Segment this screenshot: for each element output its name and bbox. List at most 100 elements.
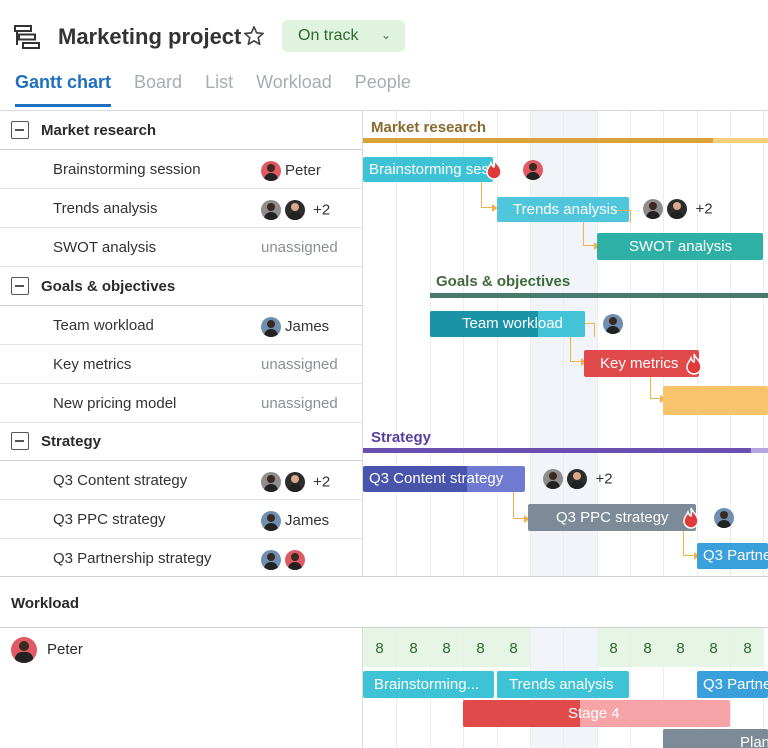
- hours-cell: 8: [430, 628, 463, 667]
- task-row[interactable]: SWOT analysis unassigned: [0, 228, 362, 267]
- tab-list[interactable]: List: [205, 72, 234, 92]
- workload-person-row[interactable]: Peter: [11, 637, 83, 663]
- day-column: [497, 111, 498, 576]
- task-assignee[interactable]: Peter: [261, 161, 321, 181]
- task-assignee[interactable]: James: [261, 317, 329, 337]
- task-row[interactable]: Q3 Partnership strategy: [0, 539, 362, 578]
- extra-assignees-count: +2: [313, 473, 331, 491]
- collapse-icon[interactable]: [11, 277, 29, 295]
- task-name: Team workload: [53, 317, 154, 334]
- avatar: [523, 160, 543, 180]
- avatar: [261, 511, 281, 531]
- task-assignee[interactable]: unassigned: [261, 395, 338, 412]
- hours-cell: 8: [731, 628, 764, 667]
- hours-cell: 8: [363, 628, 396, 667]
- collapse-icon[interactable]: [11, 432, 29, 450]
- task-assignee[interactable]: +2: [261, 472, 330, 492]
- day-column: [730, 111, 731, 576]
- task-row[interactable]: Key metrics unassigned: [0, 345, 362, 384]
- group-progress-bar[interactable]: [363, 138, 713, 143]
- task-name: Q3 Partnership strategy: [53, 550, 212, 567]
- task-bar-swot[interactable]: SWOT analysis: [597, 233, 763, 260]
- task-bar-key-metrics[interactable]: Key metrics: [584, 350, 699, 377]
- day-column: [463, 111, 464, 576]
- task-assignee[interactable]: unassigned: [261, 239, 338, 256]
- workload-people: Peter: [0, 628, 363, 748]
- workload-timeline[interactable]: 8 8 8 8 8 8 8 8 8 8 Brainstorming... Tre…: [363, 628, 768, 748]
- project-header: Marketing project On track ⌄ Gantt chart…: [0, 0, 768, 110]
- task-bar-q3-partnership[interactable]: Q3 Partne: [697, 543, 768, 569]
- group-progress-remaining: [713, 138, 768, 143]
- status-label: On track: [298, 27, 359, 44]
- tab-board[interactable]: Board: [134, 72, 183, 92]
- day-column: [563, 111, 564, 576]
- hours-cell: 8: [631, 628, 664, 667]
- tab-workload[interactable]: Workload: [256, 72, 332, 92]
- task-row[interactable]: Brainstorming session Peter: [0, 150, 362, 189]
- task-assignee[interactable]: James: [261, 511, 329, 531]
- extra-assignees-count: +2: [313, 201, 331, 219]
- task-bar-new-pricing-model[interactable]: [663, 386, 768, 415]
- collapse-icon[interactable]: [11, 121, 29, 139]
- workload-panel: Workload Peter 8 8 8 8 8 8 8 8 8 8 Brain…: [0, 576, 768, 748]
- assignee-name: Peter: [285, 161, 321, 179]
- workload-bar-q3-partnership[interactable]: Q3 Partne: [697, 671, 768, 698]
- timeline[interactable]: Market research Brainstorming ses Trends…: [363, 111, 768, 576]
- day-column: [663, 111, 664, 576]
- avatar: [11, 637, 37, 663]
- task-bar-brainstorming[interactable]: Brainstorming ses: [363, 157, 493, 182]
- task-row[interactable]: Q3 Content strategy +2: [0, 461, 362, 500]
- task-row[interactable]: Trends analysis +2: [0, 189, 362, 228]
- hours-cell: 8: [397, 628, 430, 667]
- fire-icon: [486, 158, 502, 180]
- day-column: [663, 628, 664, 748]
- tab-people[interactable]: People: [354, 72, 411, 92]
- day-column: [597, 111, 598, 576]
- group-bar-label: Strategy: [371, 429, 432, 446]
- extra-assignees-count: +2: [695, 200, 713, 218]
- group-name: Strategy: [41, 433, 102, 450]
- group-progress-bar[interactable]: [430, 293, 768, 298]
- bar-assignees: +2: [543, 469, 613, 489]
- workload-bar-plan[interactable]: Plan: [663, 729, 768, 748]
- task-assignee[interactable]: [261, 550, 309, 570]
- task-assignee[interactable]: unassigned: [261, 356, 338, 373]
- task-name: Brainstorming session: [53, 161, 201, 178]
- hours-cell: 8: [497, 628, 530, 667]
- group-row-goals-objectives[interactable]: Goals & objectives: [0, 267, 362, 306]
- task-row[interactable]: Team workload James: [0, 306, 362, 345]
- dependency-arrow: [524, 515, 530, 523]
- task-name: SWOT analysis: [53, 239, 157, 256]
- status-dropdown[interactable]: On track ⌄: [282, 20, 405, 52]
- group-row-strategy[interactable]: Strategy: [0, 422, 362, 461]
- workload-bar-stage-4[interactable]: Stage 4: [463, 700, 730, 727]
- task-bar-trends[interactable]: Trends analysis: [497, 197, 629, 222]
- task-row[interactable]: Q3 PPC strategy James: [0, 500, 362, 539]
- workload-bar-trends[interactable]: Trends analysis: [497, 671, 629, 698]
- task-bar-q3-ppc[interactable]: Q3 PPC strategy: [528, 504, 696, 531]
- task-bar-q3-content[interactable]: Q3 Content strategy: [363, 466, 525, 492]
- extra-assignees-count: +2: [595, 470, 613, 488]
- task-bar-team-workload[interactable]: Team workload: [430, 311, 585, 337]
- task-row[interactable]: New pricing model unassigned: [0, 384, 362, 423]
- assignee-name: James: [285, 511, 330, 529]
- dependency-link: [583, 222, 597, 246]
- task-name: New pricing model: [53, 395, 177, 412]
- dependency-link: [570, 337, 584, 362]
- task-assignee[interactable]: +2: [261, 200, 330, 220]
- tab-gantt-chart[interactable]: Gantt chart: [15, 72, 112, 107]
- task-list: Market research Brainstorming session Pe…: [0, 111, 363, 576]
- day-column: [630, 628, 631, 748]
- dependency-link: [617, 210, 631, 222]
- avatar: [643, 199, 663, 219]
- group-progress-bar[interactable]: [363, 448, 751, 453]
- fire-icon: [683, 507, 699, 529]
- group-name: Market research: [41, 122, 157, 139]
- avatar: [261, 317, 281, 337]
- star-icon[interactable]: [243, 25, 265, 47]
- avatar: [285, 472, 305, 492]
- group-row-market-research[interactable]: Market research: [0, 111, 362, 150]
- workload-bar-brainstorming[interactable]: Brainstorming...: [363, 671, 494, 698]
- group-bar-label: Goals & objectives: [436, 273, 571, 290]
- avatar: [667, 199, 687, 219]
